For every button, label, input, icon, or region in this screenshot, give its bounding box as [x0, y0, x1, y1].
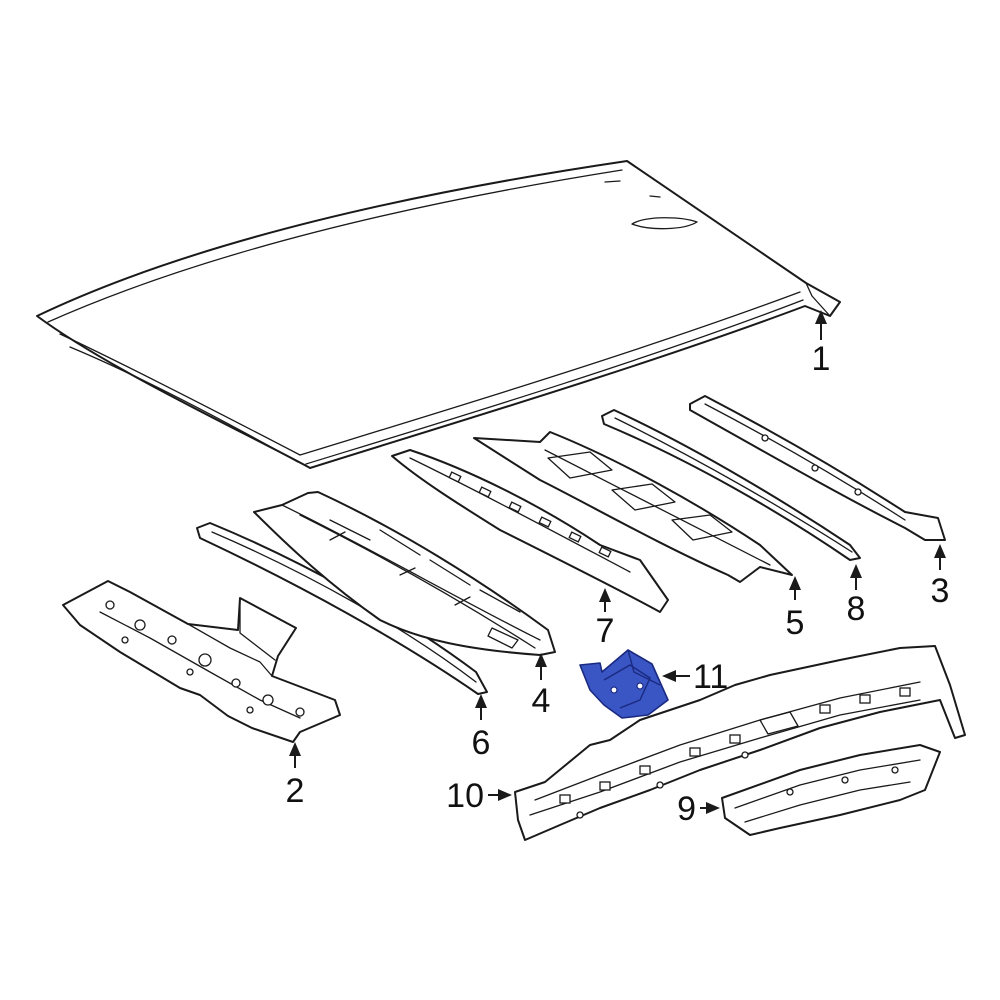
callout-labels: 1 3 8 5 7 4 6 2 11 10 9: [286, 340, 950, 828]
callout-1: 1: [812, 340, 831, 378]
part-8-rear-roof-bow[interactable]: [601, 409, 861, 561]
part-11-bracket-highlighted[interactable]: [579, 649, 669, 719]
callout-5: 5: [786, 604, 805, 642]
part-5-center-roof-bow[interactable]: [473, 431, 793, 583]
callout-2: 2: [286, 772, 305, 810]
callout-4: 4: [532, 682, 551, 720]
callout-6: 6: [472, 724, 491, 762]
callout-9: 9: [677, 790, 696, 828]
part-9-lower-rail[interactable]: [721, 744, 941, 836]
callout-8: 8: [847, 590, 866, 628]
leaders: [289, 310, 946, 814]
callout-11: 11: [693, 658, 728, 696]
callout-3: 3: [931, 572, 950, 610]
part-6-front-roof-bow[interactable]: [196, 522, 488, 695]
part-2-front-panel[interactable]: [62, 580, 341, 743]
callout-10: 10: [446, 777, 484, 815]
part-1-roof-panel[interactable]: [36, 160, 841, 469]
part-10-side-rail[interactable]: [514, 645, 966, 841]
part-7-roof-bow[interactable]: [391, 449, 669, 613]
part-3-rear-header[interactable]: [689, 395, 946, 541]
callout-7: 7: [596, 612, 615, 650]
part-4-front-header[interactable]: [253, 491, 556, 656]
